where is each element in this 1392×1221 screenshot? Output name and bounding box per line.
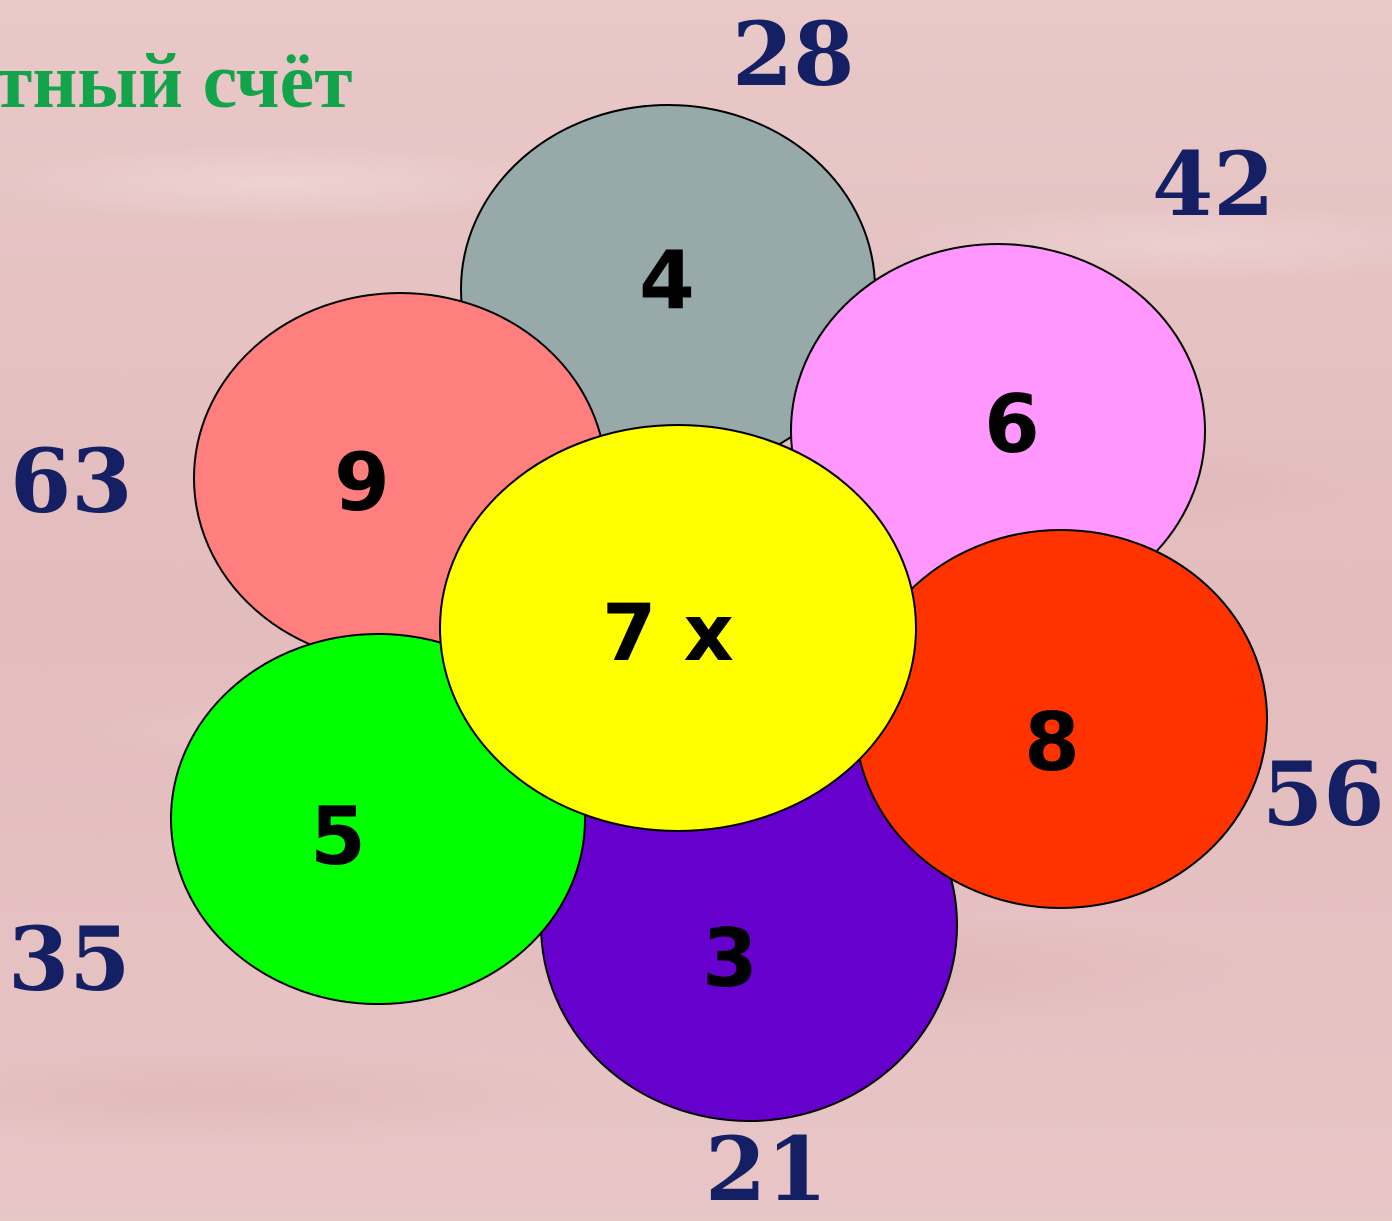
center-label: 7 x — [602, 589, 734, 679]
petal-label-4: 4 — [639, 234, 695, 327]
petal-label-3: 3 — [702, 912, 758, 1005]
petal-label-5: 5 — [310, 790, 366, 883]
petal-label-6: 6 — [984, 378, 1040, 471]
petal-label-8: 8 — [1024, 696, 1080, 789]
petal-label-9: 9 — [334, 436, 390, 529]
